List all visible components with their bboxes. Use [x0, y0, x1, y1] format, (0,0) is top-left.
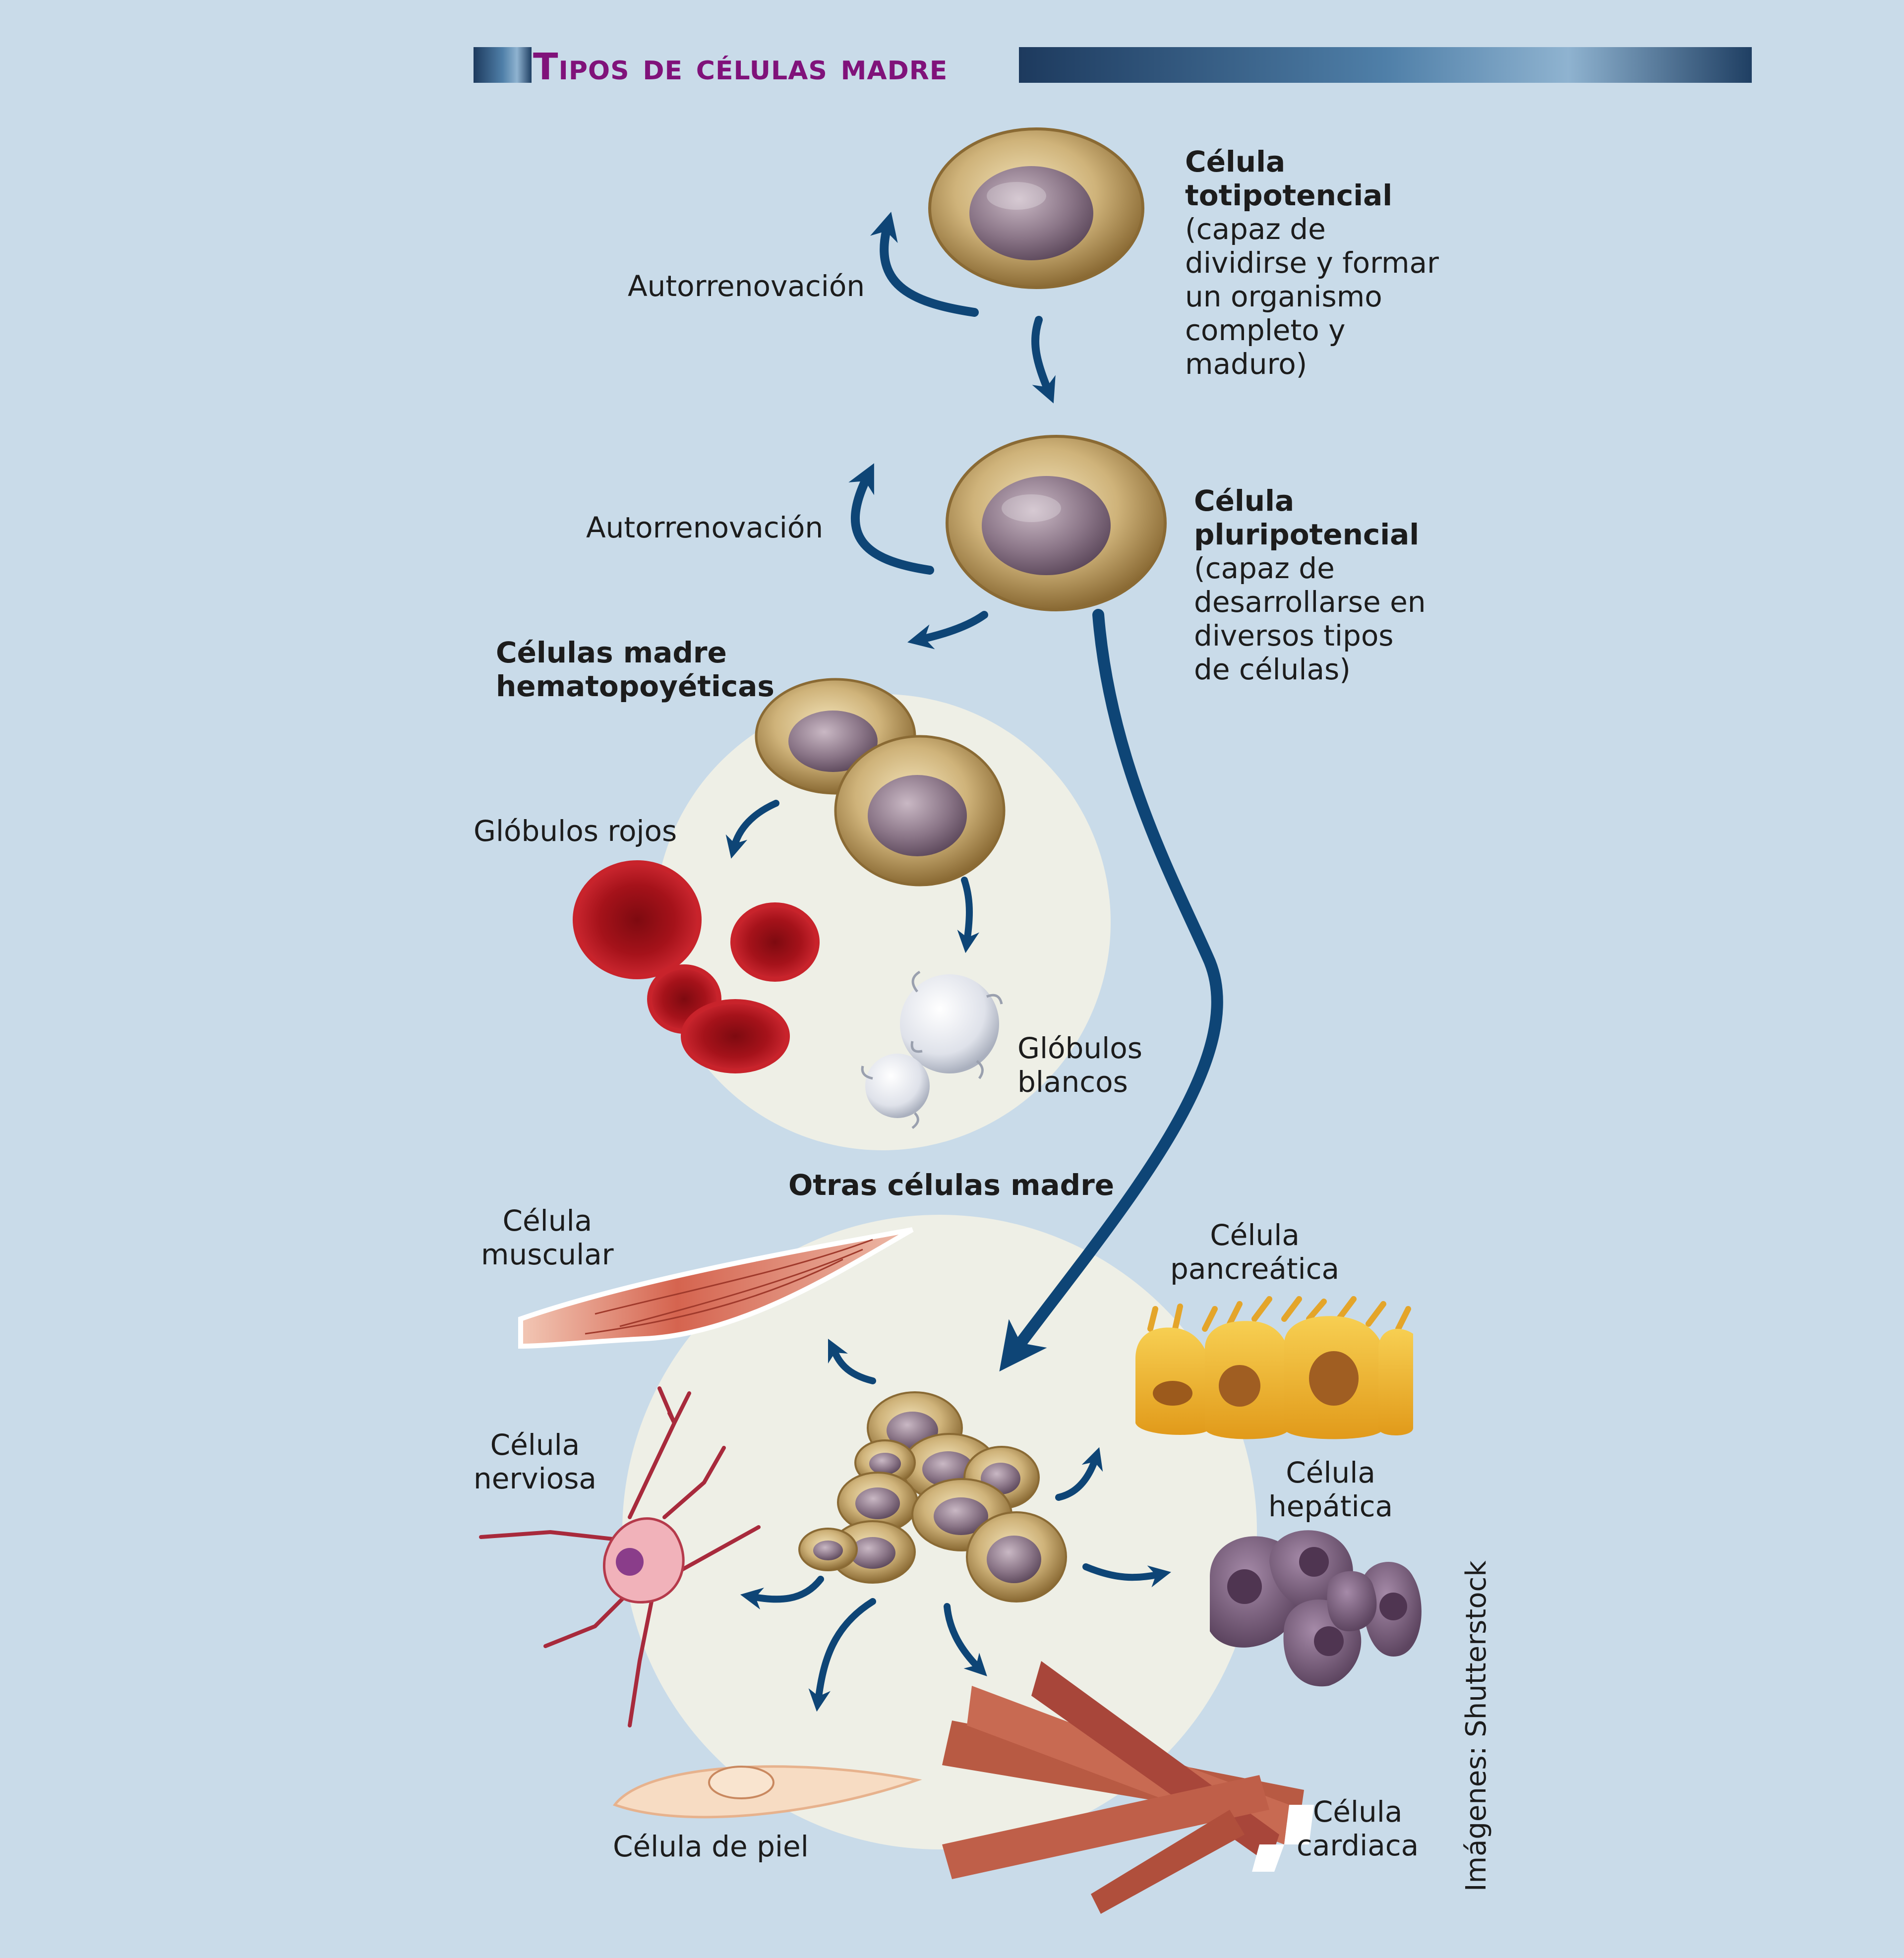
- hepatic-label: Célula hepática: [1268, 1456, 1393, 1523]
- nerve-label-line1: Célula: [490, 1428, 580, 1462]
- red-cells-label: Glóbulos rojos: [474, 814, 677, 848]
- totipotent-cell-icon: [928, 127, 1144, 289]
- arrow-totipotent-to-pluripotent: [1031, 316, 1056, 404]
- cardiac-label-line1: Célula: [1312, 1795, 1403, 1829]
- nerve-label-line2: nerviosa: [474, 1462, 596, 1495]
- nerve-cell-icon: [479, 1386, 761, 1727]
- pancreatic-label-line1: Célula: [1210, 1218, 1300, 1252]
- pluripotent-desc-line: diversos tipos: [1194, 619, 1394, 653]
- totipotent-label: Célula totipotencial (capaz de dividirse…: [1185, 145, 1439, 381]
- header-bar-right: [1019, 47, 1752, 83]
- pluripotent-label: Célula pluripotencial (capaz de desarrol…: [1194, 484, 1426, 686]
- pluripotent-name-line1: Célula: [1194, 484, 1295, 518]
- arrow-to-skin: [808, 1598, 876, 1712]
- totipotent-desc-line: un organismo: [1185, 280, 1382, 313]
- arrow-to-muscle: [828, 1338, 876, 1384]
- totipotent-desc-line: (capaz de: [1185, 212, 1326, 246]
- hematopoietic-label-line2: hematopoyéticas: [496, 669, 774, 703]
- other-stem-label: Otras células madre: [788, 1168, 1115, 1202]
- muscle-cell-icon: [518, 1227, 914, 1349]
- totipotent-name-line2: totipotencial: [1185, 178, 1393, 212]
- hematopoietic-label: Células madre hematopoyéticas: [496, 636, 774, 703]
- totipotent-desc-line: completo y: [1185, 313, 1346, 347]
- nerve-label: Célula nerviosa: [474, 1428, 596, 1495]
- arrow-pluripotent-to-other: [999, 609, 1223, 1372]
- arrow-to-pancreatic: [1055, 1447, 1103, 1501]
- totipotent-desc-line: maduro): [1185, 347, 1308, 381]
- pluripotent-desc-line: de células): [1194, 653, 1351, 686]
- pluripotent-name-line2: pluripotencial: [1194, 518, 1420, 551]
- cardiac-label-line2: cardiaca: [1297, 1829, 1419, 1862]
- arrow-to-red-cells: [725, 800, 779, 859]
- white-cells-label-line1: Glóbulos: [1017, 1031, 1142, 1065]
- hepatic-cell-icon: [1210, 1530, 1422, 1687]
- pluripotent-desc-line: (capaz de: [1194, 551, 1335, 585]
- pancreatic-cell-icon: [1135, 1296, 1413, 1439]
- pancreatic-label-line2: pancreática: [1170, 1252, 1340, 1286]
- pluripotent-desc-line: desarrollarse en: [1194, 585, 1426, 619]
- self-renewal-arrow-top: [870, 212, 979, 317]
- muscle-label-line2: muscular: [481, 1238, 614, 1271]
- red-blood-cells-icon: [573, 860, 820, 1073]
- totipotent-name-line1: Célula: [1185, 145, 1286, 178]
- arrows: [725, 212, 1223, 1712]
- arrow-to-white-cells: [957, 877, 980, 953]
- header-bar-left: [474, 47, 532, 83]
- totipotent-desc-line: dividirse y formar: [1185, 246, 1439, 280]
- self-renewal-arrow-middle: [848, 463, 934, 575]
- cardiac-label: Célula cardiaca: [1297, 1795, 1419, 1862]
- other-stem-cells-icon: [798, 1391, 1067, 1602]
- muscle-label: Célula muscular: [481, 1204, 614, 1271]
- arrow-to-hepatic: [1082, 1563, 1171, 1588]
- muscle-label-line1: Célula: [502, 1204, 593, 1238]
- hematopoietic-cells-icon: [755, 678, 1006, 887]
- hepatic-label-line2: hepática: [1268, 1489, 1393, 1523]
- page-title: Tipos de células madre: [533, 46, 948, 88]
- self-renewal-label-top: Autorrenovación: [628, 269, 865, 303]
- pluripotent-cell-icon: [946, 435, 1167, 611]
- skin-label: Célula de piel: [613, 1830, 809, 1863]
- cardiac-cell-icon: [942, 1661, 1314, 1914]
- self-renewal-label-middle: Autorrenovación: [586, 511, 824, 544]
- white-cells-label-line2: blancos: [1017, 1065, 1128, 1099]
- arrow-to-nerve: [740, 1576, 824, 1610]
- arrow-to-cardiac: [944, 1603, 987, 1676]
- skin-cell-icon: [612, 1765, 922, 1819]
- white-cells-label: Glóbulos blancos: [1017, 1031, 1142, 1099]
- hematopoietic-label-line1: Células madre: [496, 636, 727, 669]
- pancreatic-label: Célula pancreática: [1170, 1218, 1339, 1286]
- hepatic-label-line1: Célula: [1286, 1456, 1375, 1489]
- image-credit: Imágenes: Shutterstock: [1460, 1560, 1492, 1892]
- white-blood-cells-icon: [861, 970, 1003, 1129]
- arrow-pluripotent-to-hematopoietic: [907, 611, 988, 650]
